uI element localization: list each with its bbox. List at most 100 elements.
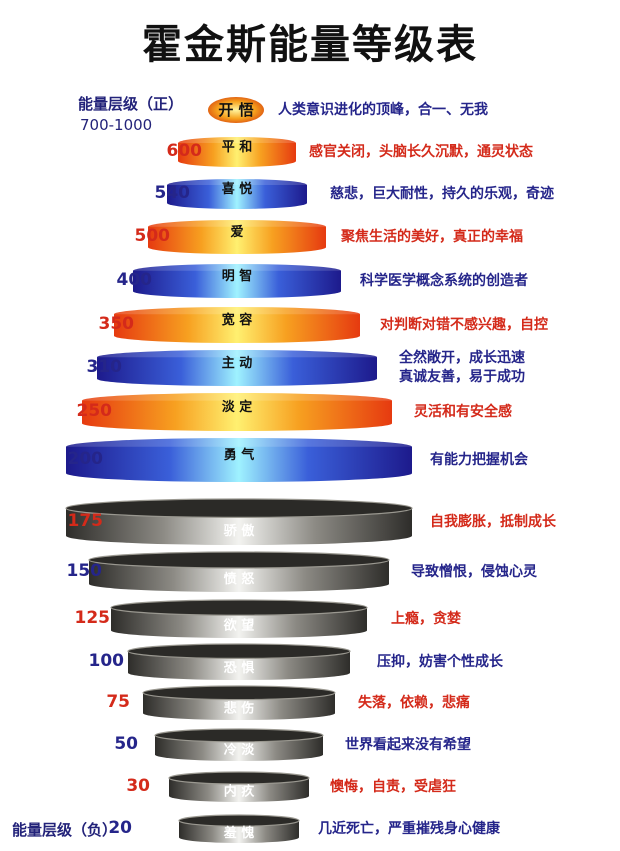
level-description-line: 有能力把握机会 bbox=[430, 451, 528, 468]
level-disc-body bbox=[82, 400, 392, 432]
level-description: 有能力把握机会 bbox=[430, 451, 528, 470]
level-disc-body bbox=[133, 270, 341, 298]
level-disc-top bbox=[97, 350, 377, 365]
level-description: 感官关闭，头脑长久沉默，通灵状态 bbox=[309, 143, 533, 162]
level-disc-top bbox=[168, 771, 310, 785]
level-description: 对判断对错不感兴趣，自控 bbox=[380, 316, 548, 335]
level-value: 310 bbox=[86, 357, 123, 377]
level-disc: 内 疚 bbox=[168, 771, 310, 802]
level-description: 灵活和有安全感 bbox=[414, 403, 512, 422]
level-value: 400 bbox=[116, 270, 153, 290]
level-disc-top bbox=[88, 551, 390, 569]
level-description-line: 上瘾，贪婪 bbox=[391, 610, 461, 627]
level-name: 喜 悦 bbox=[222, 181, 253, 197]
level-disc: 开 悟 bbox=[208, 97, 264, 123]
level-description: 失落，依赖，悲痛 bbox=[358, 694, 470, 713]
level-description: 上瘾，贪婪 bbox=[391, 610, 461, 629]
level-value: 250 bbox=[76, 401, 113, 421]
level-value: 50 bbox=[114, 734, 138, 754]
level-name: 淡 定 bbox=[222, 399, 253, 415]
page-title: 霍金斯能量等级表 bbox=[142, 22, 478, 68]
level-disc: 明 智 bbox=[133, 264, 341, 298]
level-value: 200 bbox=[67, 449, 104, 469]
negative-level-label: 能量层级（负） bbox=[12, 821, 118, 839]
level-description: 压抑，妨害个性成长 bbox=[377, 653, 503, 672]
level-disc: 恐 惧 bbox=[127, 643, 351, 680]
level-description-line: 灵活和有安全感 bbox=[414, 403, 512, 420]
level-disc-body bbox=[179, 820, 299, 843]
level-value: 20 bbox=[108, 818, 132, 838]
level-value: 150 bbox=[66, 561, 103, 581]
level-disc-body bbox=[155, 735, 323, 761]
level-description-line: 人类意识进化的顶峰，合一、无我 bbox=[278, 101, 488, 118]
level-description-line: 全然敞开，成长迅速 bbox=[399, 350, 525, 366]
level-value: 100 bbox=[88, 651, 125, 671]
level-disc: 悲 伤 bbox=[142, 685, 336, 720]
level-value: 75 bbox=[106, 692, 130, 712]
level-description-line: 失落，依赖，悲痛 bbox=[358, 694, 470, 711]
level-name: 勇 气 bbox=[224, 447, 255, 463]
level-value: 600 bbox=[166, 141, 203, 161]
level-description: 几近死亡，严重摧残身心健康 bbox=[318, 820, 500, 839]
level-description-line: 压抑，妨害个性成长 bbox=[377, 653, 503, 670]
level-value: 125 bbox=[74, 608, 111, 628]
level-description: 世界看起来没有希望 bbox=[345, 736, 471, 755]
level-value: 500 bbox=[134, 226, 171, 246]
level-value: 175 bbox=[67, 511, 104, 531]
level-description: 聚焦生活的美好，真正的幸福 bbox=[341, 228, 523, 247]
level-disc-top bbox=[148, 220, 326, 234]
level-disc-top bbox=[127, 643, 351, 659]
level-description: 导致憎恨，侵蚀心灵 bbox=[411, 563, 537, 582]
level-disc-body bbox=[66, 446, 412, 483]
level-disc-top bbox=[110, 599, 368, 616]
level-description-line: 懊悔，自责，受虐狂 bbox=[330, 778, 456, 795]
level-disc-body bbox=[148, 226, 326, 254]
level-name: 开 悟 bbox=[218, 101, 253, 119]
level-disc: 愤 怒 bbox=[88, 551, 390, 592]
level-description: 人类意识进化的顶峰，合一、无我 bbox=[278, 101, 488, 120]
level-disc: 淡 定 bbox=[82, 393, 392, 432]
level-disc-body bbox=[128, 651, 350, 680]
level-disc-body bbox=[66, 508, 412, 545]
level-name: 愤 怒 bbox=[224, 571, 255, 587]
positive-level-range: 700-1000 bbox=[80, 116, 153, 134]
level-description-line: 感官关闭，头脑长久沉默，通灵状态 bbox=[309, 143, 533, 160]
level-name: 爱 bbox=[230, 224, 243, 240]
level-disc: 喜 悦 bbox=[167, 179, 307, 209]
level-description-line: 真诚友善，易于成功 bbox=[399, 369, 525, 385]
level-name: 骄 傲 bbox=[223, 523, 256, 539]
level-description: 懊悔，自责，受虐狂 bbox=[330, 778, 456, 797]
level-disc-top bbox=[114, 307, 360, 322]
positive-level-label: 能量层级（正） bbox=[78, 95, 184, 113]
level-disc-body bbox=[89, 560, 389, 592]
level-description-line: 聚焦生活的美好，真正的幸福 bbox=[341, 228, 523, 245]
level-description: 自我膨胀，抵制成长 bbox=[430, 513, 556, 532]
level-description-line: 自我膨胀，抵制成长 bbox=[430, 513, 556, 530]
level-disc-top bbox=[82, 393, 392, 409]
level-name: 平 和 bbox=[222, 139, 253, 155]
level-disc-body bbox=[143, 692, 335, 720]
level-name: 主 动 bbox=[222, 355, 253, 371]
level-description-line: 慈悲，巨大耐性，持久的乐观，奇迹 bbox=[330, 185, 554, 202]
level-disc: 欲 望 bbox=[110, 599, 368, 638]
level-disc-top bbox=[65, 498, 413, 518]
level-name: 内 疚 bbox=[224, 783, 256, 799]
level-disc: 爱 bbox=[148, 220, 326, 254]
level-disc-top bbox=[133, 264, 341, 278]
level-name: 宽 容 bbox=[221, 312, 253, 328]
level-description-line: 对判断对错不感兴趣，自控 bbox=[380, 316, 548, 333]
level-value: 540 bbox=[154, 183, 191, 203]
level-description-line: 世界看起来没有希望 bbox=[345, 736, 471, 753]
level-disc-top bbox=[178, 814, 300, 827]
level-name: 明 智 bbox=[222, 268, 253, 284]
level-disc-top bbox=[167, 179, 307, 191]
level-name: 羞 愧 bbox=[223, 825, 255, 841]
level-disc-body bbox=[111, 607, 367, 638]
level-name: 恐 惧 bbox=[224, 660, 255, 676]
level-description: 科学医学概念系统的创造者 bbox=[360, 272, 528, 291]
level-disc: 主 动 bbox=[97, 350, 377, 386]
level-disc: 平 和 bbox=[178, 137, 296, 167]
level-disc-body bbox=[114, 314, 360, 343]
level-disc: 勇 气 bbox=[66, 438, 412, 483]
